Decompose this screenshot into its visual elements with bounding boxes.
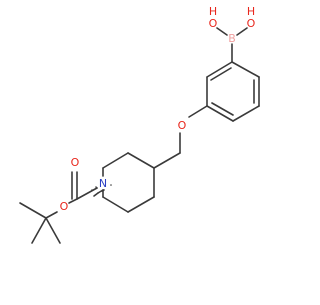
bond (68, 198, 78, 204)
bond (127, 196, 155, 213)
bond (102, 196, 129, 213)
bond (101, 189, 105, 192)
bond (102, 152, 129, 169)
bond (232, 105, 260, 122)
bond (216, 27, 228, 36)
bond (210, 67, 232, 81)
hydroxyl-hydrogen-right: H (247, 5, 255, 18)
bond (19, 202, 47, 219)
bond (231, 61, 260, 78)
ester-oxygen: O (60, 200, 69, 213)
bond (153, 152, 181, 169)
boc-group (91, 184, 112, 197)
bond (211, 102, 234, 116)
hydroxyl-oxygen-left: O (209, 17, 218, 30)
bond (31, 217, 47, 244)
hydroxyl-oxygen-right: O (247, 17, 256, 30)
bond (76, 187, 98, 200)
bond (188, 105, 208, 118)
ether-oxygen: O (178, 119, 187, 132)
bond (206, 61, 233, 78)
piperidine-ring (102, 152, 155, 213)
molecule-diagram: B O H O H O N O O (19, 5, 260, 244)
bond (45, 211, 58, 219)
bond (236, 27, 248, 36)
carbonyl-oxygen: O (71, 156, 80, 169)
benzene-ring (206, 61, 260, 122)
boronic-acid-group: B O H O H (209, 5, 256, 63)
bond (45, 217, 61, 244)
bond (93, 192, 99, 197)
boron-atom: B (228, 32, 236, 45)
bond (206, 105, 234, 122)
ether-linkage: O (153, 105, 208, 169)
hydroxyl-hydrogen-left: H (209, 5, 217, 18)
structure-svg: B O H O H O N O O (19, 5, 260, 244)
bond (127, 152, 155, 169)
ring-nitrogen: N (99, 177, 107, 190)
